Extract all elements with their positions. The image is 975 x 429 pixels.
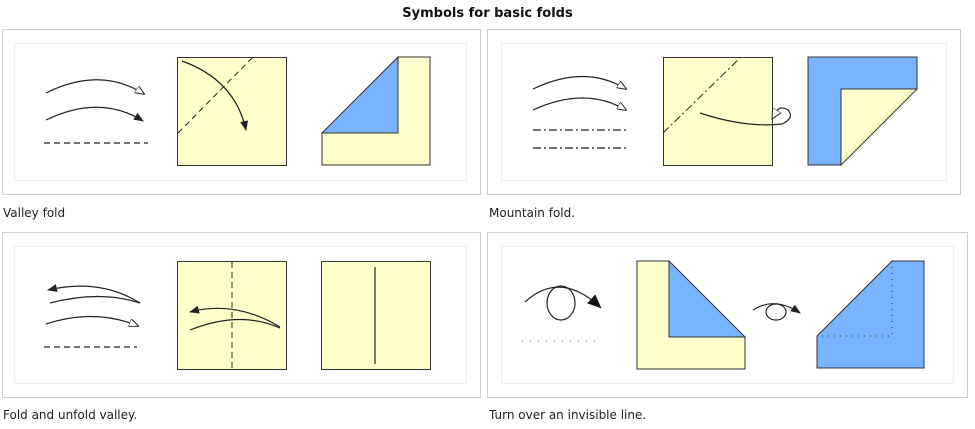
unfold-arrow-1 — [47, 284, 141, 304]
panel-valley-fold — [2, 29, 481, 195]
turn-over-arrow — [524, 286, 602, 309]
panel-turn-over — [487, 232, 968, 398]
caption-fold-unfold: Fold and unfold valley. — [3, 408, 138, 422]
valley-arrow-filled — [45, 106, 144, 122]
mountain-arrow-2 — [532, 97, 626, 110]
panel-fold-unfold — [2, 232, 481, 398]
turned-over-paper — [816, 260, 925, 369]
unfold-arrow-2 — [45, 315, 138, 326]
panel-mountain-fold — [487, 29, 961, 195]
caption-mountain-fold: Mountain fold. — [489, 206, 576, 220]
page-title: Symbols for basic folds — [402, 6, 573, 21]
mountain-arrow-1 — [532, 76, 626, 90]
paper-square-unfolded — [321, 261, 431, 370]
caption-valley-fold: Valley fold — [3, 206, 66, 220]
valley-arrow-hollow — [45, 79, 144, 94]
paper-square — [177, 57, 287, 166]
caption-turn-over: Turn over an invisible line. — [489, 408, 647, 422]
paper-square — [663, 57, 773, 166]
